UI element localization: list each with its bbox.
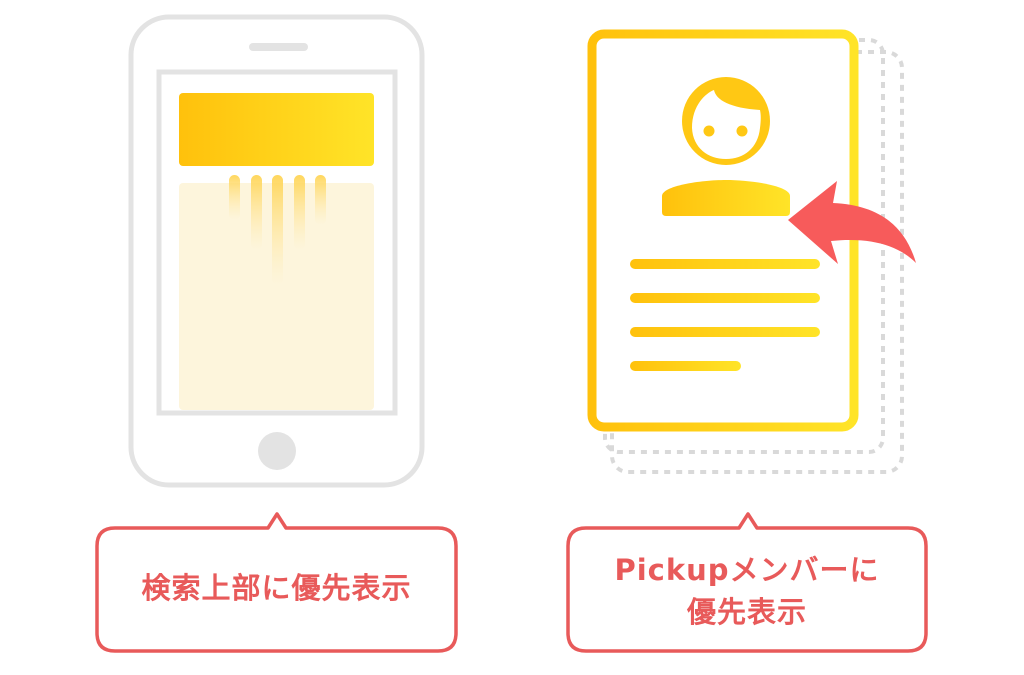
drip-icon bbox=[229, 175, 240, 220]
top-result-highlight bbox=[179, 93, 374, 166]
callout-label-right-line1: Pickupメンバーに bbox=[614, 553, 880, 587]
drip-icon bbox=[294, 175, 305, 250]
drip-icon bbox=[315, 175, 326, 225]
drip-icon bbox=[272, 175, 283, 285]
search-results-area bbox=[179, 183, 374, 410]
callout-label-left: 検索上部に優先表示 bbox=[141, 571, 412, 605]
avatar-icon bbox=[662, 77, 790, 216]
smartphone-icon bbox=[128, 14, 425, 488]
home-button-icon bbox=[258, 432, 296, 470]
curved-arrow-icon bbox=[788, 181, 916, 264]
callout-bubble-left bbox=[95, 512, 458, 653]
speaker-slot bbox=[249, 43, 308, 51]
drip-icon bbox=[251, 175, 262, 250]
callout-bubble-right bbox=[566, 512, 928, 653]
text-line bbox=[630, 361, 741, 371]
callout-label-right-line2: 優先表示 bbox=[686, 595, 807, 629]
text-line bbox=[630, 259, 820, 269]
profile-card-stack-icon bbox=[587, 29, 904, 474]
text-line bbox=[630, 293, 820, 303]
text-line bbox=[630, 327, 820, 337]
